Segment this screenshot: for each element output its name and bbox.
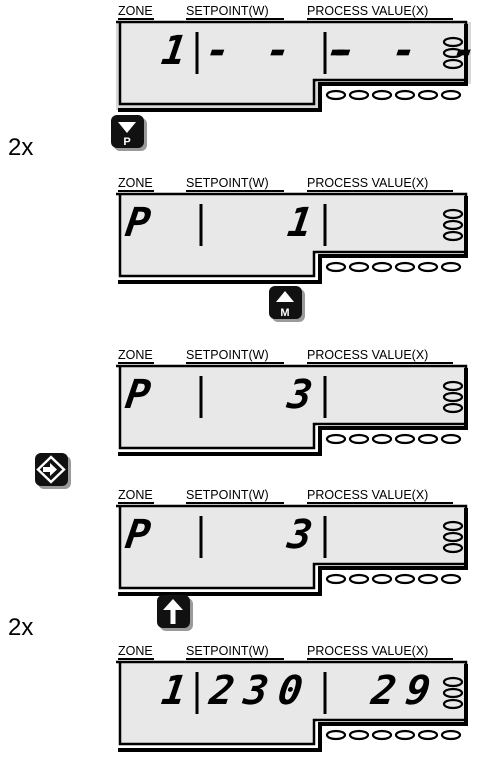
zone-header: ZONE xyxy=(118,488,153,502)
setpoint-header: SETPOINT(W) xyxy=(186,176,269,190)
setpoint-digits: 3 xyxy=(284,512,322,558)
repeat-label-2: 2x xyxy=(8,614,34,641)
zone-digits: 1 xyxy=(158,28,196,74)
display-panel-4: ZONE SETPOINT(W) PROCESS VALUE(X) P 3 xyxy=(114,488,474,596)
enter-key-icon[interactable] xyxy=(34,452,72,490)
lcd-frame xyxy=(116,192,468,284)
down-p-key-icon[interactable]: P xyxy=(110,114,148,152)
process-value-header: PROCESS VALUE(X) xyxy=(307,488,429,502)
display-panel-1: ZONE SETPOINT(W) PROCESS VALUE(X) 1 - - … xyxy=(114,4,486,112)
process-value-digits xyxy=(333,512,443,558)
process-value-header: PROCESS VALUE(X) xyxy=(307,4,429,18)
setpoint-header: SETPOINT(W) xyxy=(186,4,269,18)
zone-digits: P xyxy=(122,200,160,246)
setpoint-digits: 3 xyxy=(284,372,322,418)
up-arrow-key-icon[interactable] xyxy=(156,594,194,632)
lcd-frame xyxy=(116,20,471,112)
lcd-frame xyxy=(116,364,468,456)
setpoint-header: SETPOINT(W) xyxy=(186,644,269,658)
lcd-frame xyxy=(116,660,468,752)
zone-digits: P xyxy=(122,372,160,418)
repeat-label-1: 2x xyxy=(8,134,34,161)
zone-digits: P xyxy=(122,512,160,558)
setpoint-digits: - - - xyxy=(202,28,360,74)
zone-header: ZONE xyxy=(118,348,153,362)
key-label-p: P xyxy=(123,136,130,148)
process-value-header: PROCESS VALUE(X) xyxy=(307,644,429,658)
setpoint-digits: 230 xyxy=(206,668,316,714)
process-value-digits: - - - xyxy=(328,28,486,74)
process-value-digits xyxy=(333,372,443,418)
process-value-header: PROCESS VALUE(X) xyxy=(307,348,429,362)
led-indicator-row xyxy=(325,89,462,101)
setpoint-digits: 1 xyxy=(284,200,322,246)
zone-header: ZONE xyxy=(118,176,153,190)
setpoint-header: SETPOINT(W) xyxy=(186,348,269,362)
lcd-frame xyxy=(116,504,468,596)
process-value-digits xyxy=(333,200,443,246)
setpoint-header: SETPOINT(W) xyxy=(186,488,269,502)
zone-header: ZONE xyxy=(118,4,153,18)
zone-digits: 1 xyxy=(158,668,196,714)
up-m-key-icon[interactable]: M xyxy=(268,285,306,323)
process-value-digits: 29 xyxy=(368,668,444,714)
key-label-m: M xyxy=(280,307,289,319)
display-panel-3: ZONE SETPOINT(W) PROCESS VALUE(X) P 3 xyxy=(114,348,474,456)
process-value-header: PROCESS VALUE(X) xyxy=(307,176,429,190)
led-indicator-column xyxy=(442,36,464,70)
display-panel-5: ZONE SETPOINT(W) PROCESS VALUE(X) 1 230 … xyxy=(114,644,474,752)
display-panel-2: ZONE SETPOINT(W) PROCESS VALUE(X) P 1 xyxy=(114,176,474,284)
zone-header: ZONE xyxy=(118,644,153,658)
